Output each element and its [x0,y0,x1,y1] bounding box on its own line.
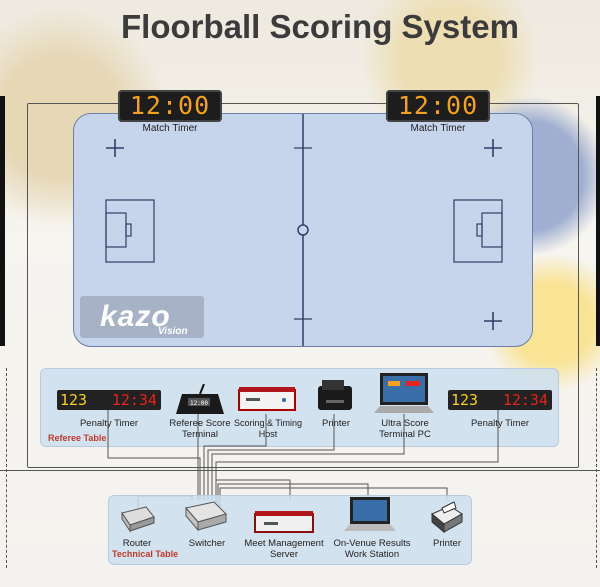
meet-management-server-icon [254,511,314,533]
technical-printer-label: Printer [433,538,461,549]
penalty-timer-right-label: Penalty Timer [470,418,530,429]
right-edge [596,96,600,346]
penalty-timer-left: 123 12:34 [57,390,161,410]
brand-logo: kazo [80,296,204,338]
referee-table-caption: Referee Table [48,433,107,443]
technical-printer-icon [431,501,463,534]
penalty-timer-right: 123 12:34 [448,390,552,410]
right-dashed-bracket [596,368,597,568]
match-timer-right-label: Match Timer [410,123,466,134]
meet-management-server-label: Meet Management Server [244,538,324,560]
referee-score-terminal-label: Referee Score Terminal [169,418,231,440]
referee-score-terminal-icon: 12:00 [176,384,224,414]
ultra-score-terminal-icon [374,373,434,413]
switcher-icon [185,501,227,532]
router-label: Router [122,538,152,549]
left-edge [0,96,5,346]
page-title: Floorball Scoring System [121,8,519,45]
printer-icon [318,380,352,410]
svg-text:12:00: 12:00 [190,400,208,407]
on-venue-workstation-icon [344,497,396,531]
scoring-timing-host-icon [238,387,296,411]
switcher-label: Switcher [188,538,226,549]
left-dashed-bracket [6,368,7,568]
connector-frame [27,103,579,468]
ultra-score-terminal-label: Ultra Score Terminal PC [379,418,431,440]
on-venue-workstation-label: On-Venue Results Work Station [333,538,411,560]
brand-logo-sub: Vision [158,326,188,337]
rink-markings [105,114,503,346]
network-line [0,470,600,471]
technical-table-caption: Technical Table [112,549,179,559]
match-timer-left-label: Match Timer [142,123,198,134]
brand-logo-text: kazo [100,300,171,333]
match-timer-right: 12:00 [386,90,490,122]
scoring-timing-host-label: Scoring & Timing Host [233,418,303,439]
match-timer-left: 12:00 [118,90,222,122]
router-icon [121,506,155,533]
penalty-timer-left-label: Penalty Timer [79,418,139,429]
printer-label: Printer [322,418,350,429]
